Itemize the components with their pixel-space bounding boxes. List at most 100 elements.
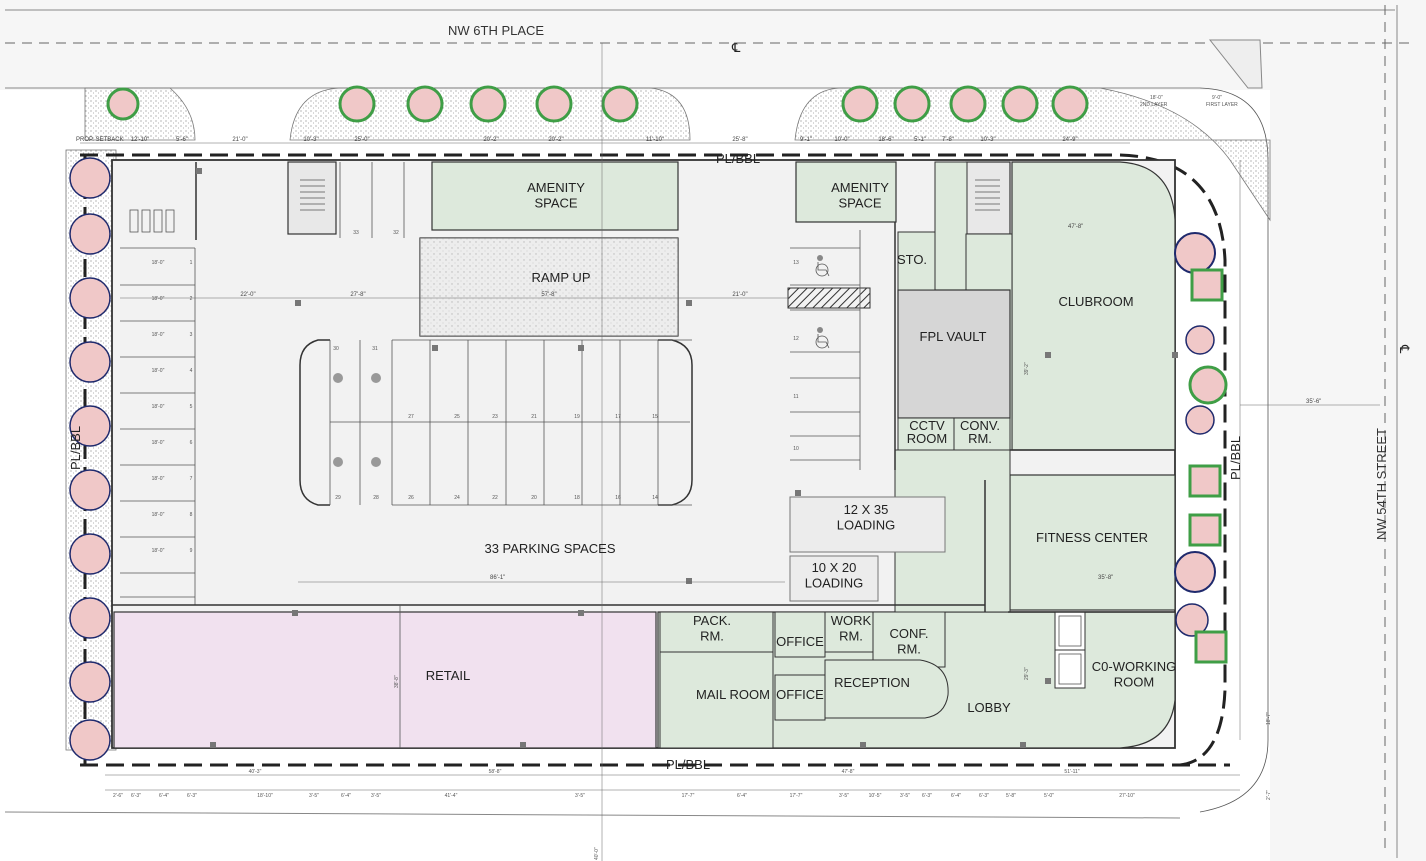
stall-number: 30 — [333, 346, 339, 352]
dimension-value: 3'-5" — [900, 793, 910, 799]
bike-rack-icon — [129, 209, 175, 233]
retail-label: RETAIL — [426, 668, 471, 683]
dimension-value: 3'-5" — [371, 793, 381, 799]
office-top-label: OFFICE — [776, 634, 824, 649]
dimension-text-north: 12'-10"5'-6"21'-0"10'-3"25'-0"20'-2"20'-… — [131, 137, 1078, 143]
trees-east — [1174, 232, 1228, 664]
dimension-value: 25'-0" — [354, 137, 369, 143]
dimension-value: 5'-8" — [1006, 793, 1016, 799]
lobby-label: LOBBY — [967, 700, 1011, 715]
fpl-vault — [897, 289, 1011, 419]
elevator-bank — [1054, 611, 1086, 689]
central-corridor — [934, 161, 968, 293]
pack-room-label: PACK.RM. — [693, 613, 731, 644]
dimension-text-drive: 22'-0"27'-8"57'-8"21'-0" — [240, 292, 747, 298]
parking-count-label: 33 PARKING SPACES — [484, 541, 615, 556]
stall-length-dim: 18'-0" — [152, 512, 165, 518]
fitness-width-dim: 35'-8" — [1098, 575, 1113, 581]
stall-number: 4 — [190, 368, 193, 374]
ev-charger-icon — [333, 373, 381, 467]
ramp-up-shade — [420, 238, 678, 336]
pack-room — [659, 611, 774, 653]
dimension-value: 18'-10" — [257, 793, 273, 799]
dimension-value: 9'-1" — [800, 137, 812, 143]
stall-length-dim: 18'-0" — [152, 260, 165, 266]
stall-number: 24 — [454, 495, 460, 501]
stall-number: 19 — [574, 414, 580, 420]
stall-number: 25 — [454, 414, 460, 420]
accessible-parking-icon — [815, 255, 830, 277]
dimension-value: 2'-6" — [113, 793, 123, 799]
stall-number: 11 — [793, 394, 798, 400]
stall-length-dim: 18'-0" — [152, 548, 165, 554]
parking-center-stalls — [299, 339, 693, 506]
stall-number: 12 — [793, 336, 799, 342]
parking-west-stalls — [120, 247, 196, 605]
clubroom-label: CLUBROOM — [1058, 294, 1133, 309]
dimension-value: 58'-8" — [489, 769, 502, 775]
prop-setback-label: PROP. SETBACK — [76, 137, 124, 143]
stall-length-dim: 18'-0" — [152, 296, 165, 302]
parking-depth-dim: 86'-1" — [490, 575, 505, 581]
stall-number: 2 — [190, 296, 193, 302]
stall-number: 1 — [190, 260, 193, 266]
second-layer-dim: 18'-0" — [1150, 95, 1163, 101]
stall-number: 17 — [615, 414, 621, 420]
amenity-space-left — [431, 161, 679, 231]
south-extra-dim: 40'-0" — [594, 847, 600, 860]
dimension-value: 10'-0" — [834, 137, 849, 143]
dimension-value: 27'-8" — [350, 292, 365, 298]
stall-number: 9 — [190, 548, 193, 554]
structural-columns — [196, 168, 1178, 748]
landscape-bed-nw — [84, 87, 196, 141]
mail-room — [659, 651, 774, 749]
south-second-layer-dim: 18'-7" — [1266, 712, 1272, 725]
dimension-value: 6'-4" — [951, 793, 961, 799]
stall-length-dim: 18'-0" — [152, 332, 165, 338]
dimension-value: 20'-2" — [483, 137, 498, 143]
dimension-value: 5'-6" — [176, 137, 188, 143]
parking-north-stalls — [339, 162, 405, 238]
property-line-label-south: PL/BBL — [666, 757, 710, 772]
stall-number: 33 — [353, 230, 359, 236]
first-layer-label: FIRST LAYER — [1206, 102, 1238, 108]
clubroom-area — [1011, 161, 1176, 451]
dimension-value: 6'-3" — [922, 793, 932, 799]
dimension-value: 40'-3" — [249, 769, 262, 775]
conv-room — [953, 417, 1011, 451]
ramp-up-label: RAMP UP — [532, 270, 591, 285]
dimension-value: 6'-3" — [187, 793, 197, 799]
conv-room-label: CONV.RM. — [960, 418, 1000, 446]
cctv-room — [897, 417, 955, 451]
trees-west — [69, 157, 111, 761]
stall-number: 18 — [574, 495, 580, 501]
stall-number: 27 — [408, 414, 414, 420]
stall-number: 28 — [373, 495, 379, 501]
office-bottom-room — [774, 674, 826, 721]
stall-number: 3 — [190, 332, 193, 338]
dimension-lines — [80, 43, 1380, 861]
stall-number: 8 — [190, 512, 193, 518]
dimension-value: 10'-3" — [980, 137, 995, 143]
dimension-value: 6'-4" — [341, 793, 351, 799]
property-line-label-east: PL/BBL — [1228, 436, 1243, 480]
dimension-value: 3'-5" — [839, 793, 849, 799]
dimension-value: 6'-3" — [979, 793, 989, 799]
accessible-parking-icon — [815, 327, 830, 349]
amenity-space-right — [795, 161, 897, 223]
stall-number: 26 — [408, 495, 414, 501]
office-bottom-label: OFFICE — [776, 687, 824, 702]
stall-number: 5 — [190, 404, 193, 410]
south-road-edge — [4, 811, 1181, 819]
stall-number: 20 — [531, 495, 537, 501]
first-layer-dim: 9'-0" — [1212, 95, 1222, 101]
dimension-value: 18'-6" — [878, 137, 893, 143]
dimension-value: 21'-0" — [232, 137, 247, 143]
storage-room — [897, 231, 936, 291]
work-room — [824, 611, 874, 653]
fitness-area — [1009, 474, 1176, 611]
stall-number: 16 — [615, 495, 621, 501]
stall-number: 21 — [531, 414, 537, 420]
stall-length-dim: 18'-0" — [152, 404, 165, 410]
